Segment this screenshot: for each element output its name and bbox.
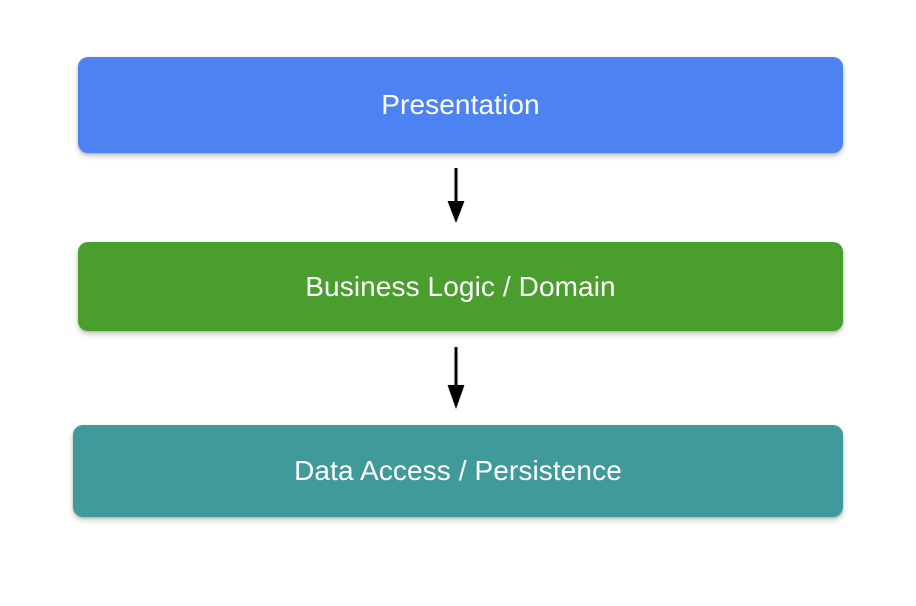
layer-label-business-logic: Business Logic / Domain [305, 270, 616, 302]
arrow-business-to-data [446, 347, 466, 409]
layer-box-data-access[interactable]: Data Access / Persistence [73, 425, 843, 517]
arrow-down-icon [447, 168, 465, 223]
layer-box-business-logic[interactable]: Business Logic / Domain [78, 242, 843, 331]
layer-label-presentation: Presentation [381, 89, 540, 120]
layer-box-presentation[interactable]: Presentation [78, 57, 843, 153]
layer-label-data-access: Data Access / Persistence [294, 455, 622, 486]
arrow-down-icon [447, 347, 465, 409]
arrow-presentation-to-business [446, 168, 466, 223]
